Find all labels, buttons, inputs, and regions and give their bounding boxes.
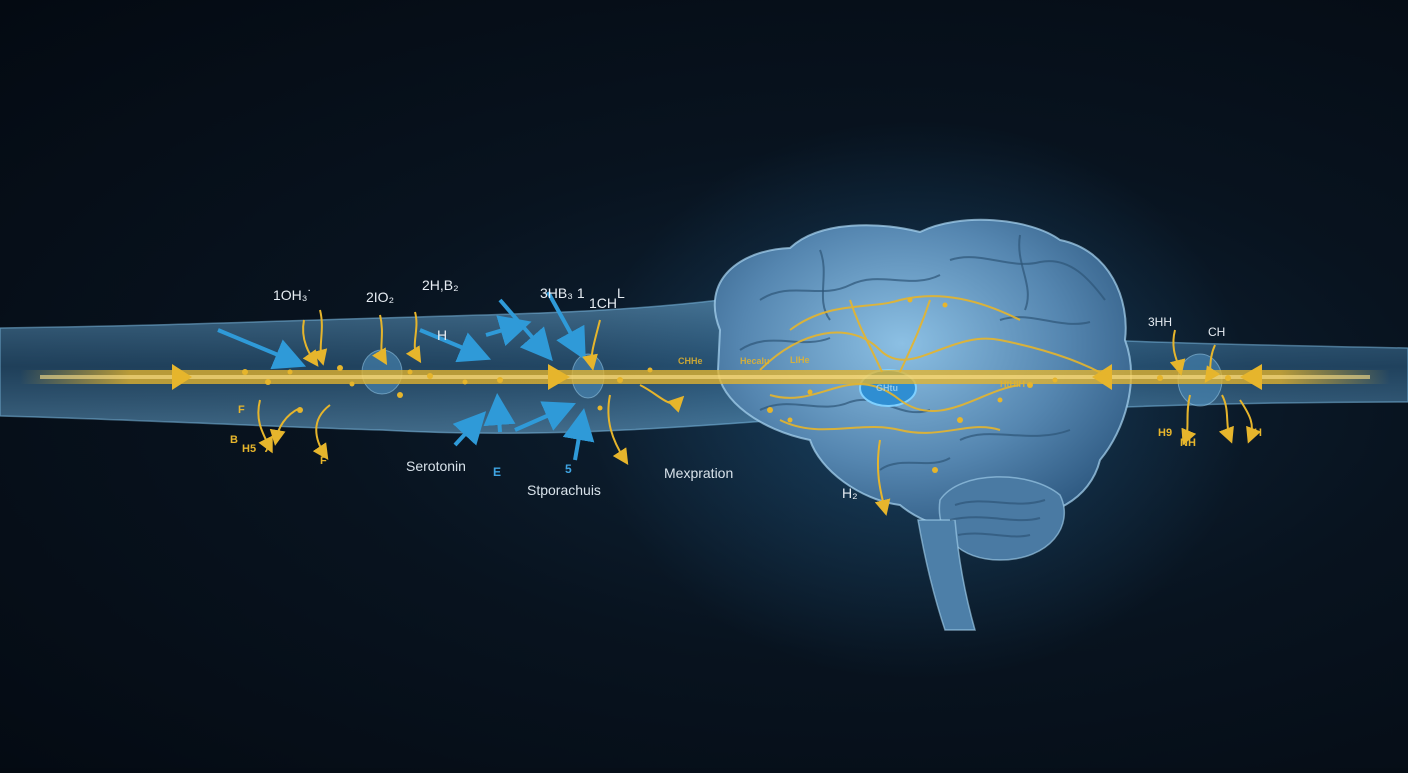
blue-arrow-6 <box>452 411 487 447</box>
tag-h9: H9 <box>1158 427 1173 439</box>
beam-arrow-4 <box>1240 364 1262 390</box>
tag-nh: NH <box>1180 437 1196 449</box>
brain-folds <box>739 234 1106 538</box>
label-serotonin: Serotonin <box>406 458 466 474</box>
label-mexpration: Mexpration <box>664 465 734 481</box>
blue-arrow-3 <box>485 315 532 346</box>
flow-text-3: LIHe <box>790 355 810 365</box>
label-3hh: 3HH <box>1148 315 1173 329</box>
tag-f-2: F <box>320 455 327 467</box>
label-l: L <box>617 285 625 301</box>
tag-e: E <box>493 465 502 479</box>
tag-5: 5 <box>565 462 572 476</box>
label-1ch: 1CH <box>589 295 618 311</box>
beam-arrow-2 <box>548 364 570 390</box>
label-ch-right: CH <box>1208 325 1226 339</box>
label-1oh3: 1OH₃˙ <box>273 287 313 303</box>
label-stporachuis: Stporachuis <box>527 482 601 498</box>
blue-arrow-1 <box>217 328 307 370</box>
flow-text-4: GHtu <box>876 383 898 393</box>
flow-text-1: CHHe <box>678 356 703 366</box>
main-signal-beam-core <box>40 375 1370 379</box>
tag-b: B <box>230 434 238 446</box>
tag-f-1: F <box>238 404 245 416</box>
label-3hb3: 3HB₃ 1 <box>540 285 585 301</box>
label-2hb2: 2H,B₂ <box>422 277 459 293</box>
blue-arrow-9 <box>562 408 595 461</box>
molecule-arrows <box>257 309 1262 516</box>
label-h2: H₂ <box>842 485 858 501</box>
label-2io2: 2IO₂ <box>366 289 394 305</box>
tag-h-right: H <box>1254 427 1262 439</box>
flow-text-5: HtHlH <box>1000 379 1025 389</box>
particles <box>242 297 1231 473</box>
blue-arrow-7 <box>483 393 516 433</box>
brain-signal-paths <box>759 295 1111 434</box>
blue-arrow-5 <box>546 291 586 361</box>
blue-arrow-2 <box>419 328 492 363</box>
brain-stem <box>917 519 976 631</box>
beam-arrow-3 <box>1092 364 1112 390</box>
tag-h5: H5 <box>242 443 257 455</box>
blue-flow-arrows <box>217 291 595 461</box>
flow-text-2: Hecalu <box>740 356 770 366</box>
blue-arrow-8 <box>514 401 576 432</box>
label-h-left: H <box>437 327 448 343</box>
beam-arrow-1 <box>172 364 192 390</box>
tag-n: Л <box>265 443 273 455</box>
blue-arrow-4 <box>498 298 553 362</box>
beam-arrowheads <box>172 364 1262 390</box>
